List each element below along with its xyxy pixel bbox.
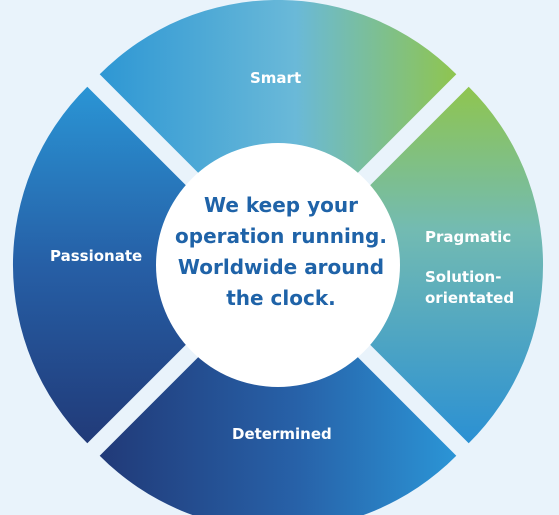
center-circle	[156, 143, 400, 387]
segment-bottom	[99, 344, 457, 515]
center-line-4: the clock.	[226, 286, 336, 310]
segment-label-passionate: Passionate	[50, 247, 143, 265]
segment-top	[99, 0, 457, 186]
segment-right	[357, 86, 544, 444]
center-message: We keep your operation running. Worldwid…	[160, 190, 402, 314]
segment-label-solution-line1: Solution-	[425, 268, 502, 286]
segment-label-smart: Smart	[250, 69, 302, 87]
center-line-3: Worldwide around	[177, 255, 385, 279]
segment-label-determined: Determined	[232, 425, 332, 443]
segment-label-solution-line2: orientated	[425, 289, 515, 307]
center-line-2: operation running.	[175, 224, 387, 248]
segment-label-pragmatic: Pragmatic	[425, 228, 512, 246]
segment-left	[12, 86, 199, 444]
center-line-1: We keep your	[204, 193, 358, 217]
